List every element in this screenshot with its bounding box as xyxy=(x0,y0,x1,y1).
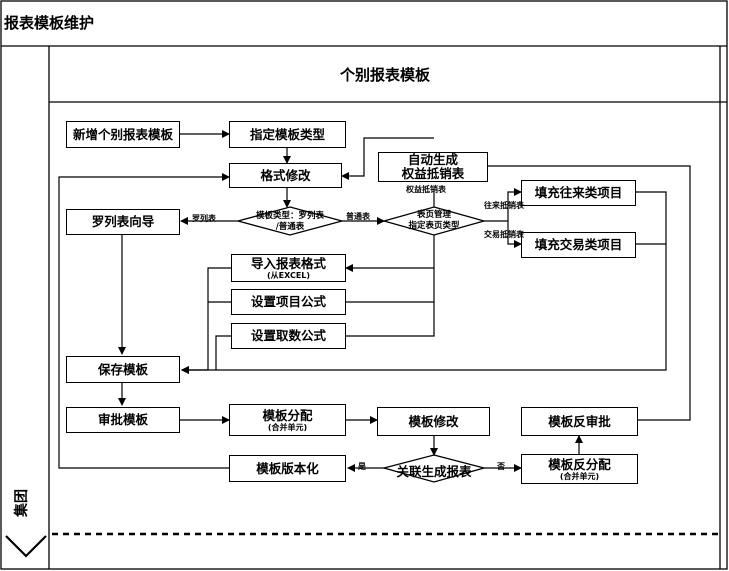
connectors xyxy=(58,130,691,472)
node-fill-current: 填充往来类项目 xyxy=(521,180,636,206)
edge-label-no: 否 xyxy=(497,462,505,471)
page-title: 报表模板维护 xyxy=(4,14,95,32)
node-add-template: 新增个别报表模板 xyxy=(66,121,180,148)
node-set-fetch-formula: 设置取数公式 xyxy=(231,323,346,349)
node-modify-template: 模板修改 xyxy=(377,407,490,436)
node-specify-type: 指定模板类型 xyxy=(229,121,346,148)
node-assign-template: 模板分配(合并单元) xyxy=(229,404,346,436)
edge-label-current-offset: 往来抵销表 xyxy=(484,201,524,210)
node-column-wizard: 罗列表向导 xyxy=(66,209,180,235)
node-format-modify: 格式修改 xyxy=(229,163,342,188)
node-set-item-formula: 设置项目公式 xyxy=(231,289,346,315)
decision-template-type xyxy=(235,206,345,236)
node-approve-template: 审批模板 xyxy=(66,407,180,433)
node-fill-trade: 填充交易类项目 xyxy=(521,232,636,258)
decision-related-report-label: 关联生成报表 xyxy=(396,464,472,479)
edge-label-column-table: 罗列表 xyxy=(192,214,216,223)
edge-label-trade-offset: 交易抵销表 xyxy=(484,230,524,239)
edge-label-yes: 是 xyxy=(358,462,366,471)
node-unapprove-template: 模板反审批 xyxy=(521,407,638,436)
node-versioning: 模板版本化 xyxy=(229,455,346,482)
node-unassign-template: 模板反分配(合并单元) xyxy=(521,454,638,484)
column-header: 个别报表模板 xyxy=(339,66,430,84)
edge-label-normal-table: 普通表 xyxy=(346,212,370,221)
decision-template-type-label: 模板类型：罗列表/普通表 xyxy=(255,211,324,232)
edge-label-equity-offset: 权益抵销表 xyxy=(406,185,446,194)
node-import-format: 导入报表格式(从EXCEL) xyxy=(231,254,346,282)
decision-page-type-label: 表页管理指定表页类型 xyxy=(408,210,460,231)
decision-related-report xyxy=(381,454,487,483)
node-auto-generate: 自动生成权益抵销表 xyxy=(378,152,488,182)
lane-label: 集团 xyxy=(14,489,30,517)
lane-chevron xyxy=(5,535,47,558)
node-save-template: 保存模板 xyxy=(66,356,180,383)
